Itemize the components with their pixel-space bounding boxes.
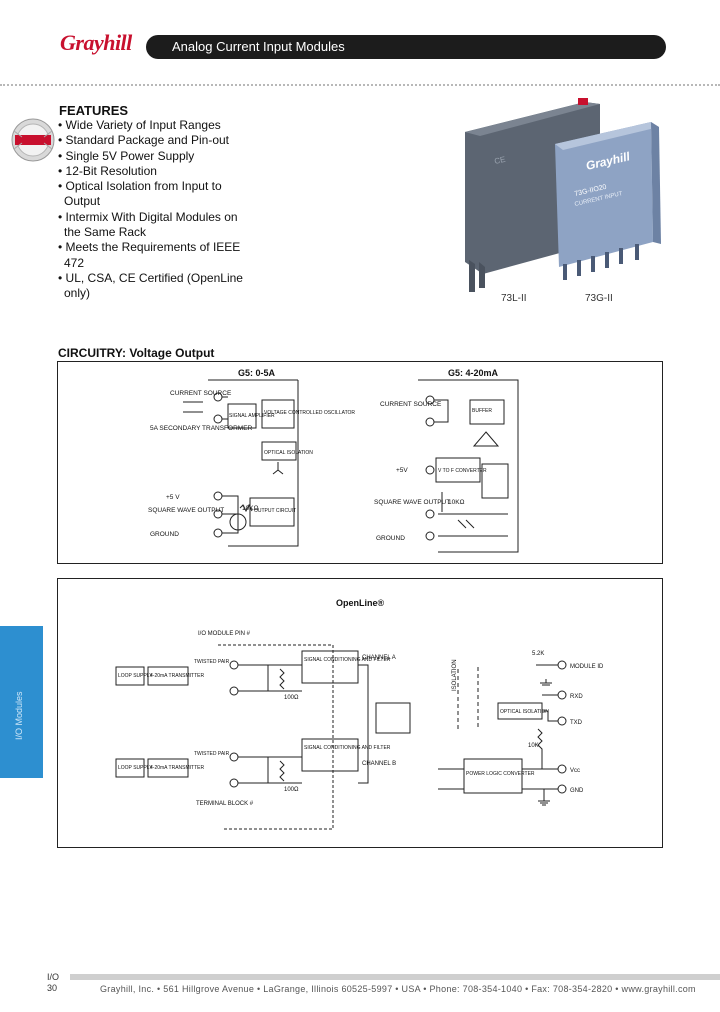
footer-rule xyxy=(70,974,720,980)
circuit-diagram-voltage-output: G5: 0-5A CURRENT SOURCE 5A SECONDARY TRA… xyxy=(57,361,663,564)
page-number: 30 xyxy=(47,983,58,993)
d2-buffer-label: BUFFER xyxy=(472,408,492,414)
circuitry-heading: CIRCUITRY: Voltage Output xyxy=(58,346,215,360)
circuit-diagram-openline: OpenLine® xyxy=(57,578,663,848)
loop-supply-a-label: LOOP SUPPLY xyxy=(118,673,153,679)
transmitter-a-label: 4-20mA TRANSMITTER xyxy=(150,673,204,679)
feature-item: • 12-Bit Resolution xyxy=(58,163,157,178)
d2-square-wave-label: SQUARE WAVE OUTPUT xyxy=(374,499,450,506)
page-title: Analog Current Input Modules xyxy=(172,39,345,54)
feature-item: • Wide Variety of Input Ranges xyxy=(58,118,221,132)
feature-item: • UL, CSA, CE Certified (OpenLine only) xyxy=(58,270,243,301)
res-52k-label: 5.2K xyxy=(532,651,544,657)
res-100-b-label: 100Ω xyxy=(284,787,299,793)
d1-current-source-label: CURRENT SOURCE xyxy=(170,390,232,397)
feature-item: • Intermix With Digital Modules on the S… xyxy=(58,209,238,240)
d1-square-wave-label: SQUARE WAVE OUTPUT xyxy=(148,507,224,514)
header-bar xyxy=(146,35,666,59)
feature-item: • Optical Isolation from Input to Output xyxy=(58,179,222,209)
product-label-73g: 73G-II xyxy=(585,293,613,304)
txd-label: TXD xyxy=(570,720,583,726)
product-label-73l: 73L-II xyxy=(501,293,527,304)
sig-cond-b-label: SIGNAL CONDITIONING AND FILTER xyxy=(304,745,391,751)
module-id-label: MODULE ID xyxy=(570,664,604,670)
product-photo: CE Grayhill 73G-IIO20 CURRENT INPUT xyxy=(465,98,661,292)
d1-vco-label: VOLTAGE CONTROLLED OSCILLATOR xyxy=(264,410,355,416)
isolation-label: ISOLATION xyxy=(452,659,458,691)
res-10k-label: 10K xyxy=(528,743,539,749)
feature-item: • Meets the Requirements of IEEE 472 xyxy=(58,240,241,270)
optical-isolation-label: OPTICAL ISOLATION xyxy=(500,709,549,715)
footer-contact: Grayhill, Inc. • 561 Hillgrove Avenue • … xyxy=(100,984,696,994)
vcc-label: Vcc xyxy=(570,768,580,774)
d2-plus5v-label: +5V xyxy=(396,467,408,474)
feature-item: • Single 5V Power Supply xyxy=(58,148,195,163)
feature-item: • Standard Package and Pin-out xyxy=(58,133,229,148)
loop-supply-b-label: LOOP SUPPLY xyxy=(118,765,153,771)
d2-ground-label: GROUND xyxy=(376,535,405,542)
d2-current-source-label: CURRENT SOURCE xyxy=(380,401,442,408)
sig-cond-a-label: SIGNAL CONDITIONING AND FILTER xyxy=(304,657,391,663)
d1-ground-label: GROUND xyxy=(150,531,179,538)
d1-res-label: 10KΩ xyxy=(242,505,259,512)
gnd-label: GND xyxy=(570,788,584,794)
rxd-label: RXD xyxy=(570,694,583,700)
openline-schematic: OpenLine® xyxy=(115,598,604,830)
twisted-pair-b-label: TWISTED PAIR xyxy=(194,751,230,757)
circuit-schematic: G5: 0-5A CURRENT SOURCE 5A SECONDARY TRA… xyxy=(148,368,519,553)
res-100-a-label: 100Ω xyxy=(284,695,299,701)
d2-res-label: 10KΩ xyxy=(448,499,465,506)
d1-amp-label: SIGNAL AMPLIFIER xyxy=(229,413,275,419)
features-heading: FEATURES xyxy=(59,103,129,118)
d2-vtof-label: V TO F CONVERTER xyxy=(438,468,487,474)
certification-seal-icon xyxy=(11,118,55,162)
footer-section-label: I/O xyxy=(47,972,60,982)
transmitter-b-label: 4-20mA TRANSMITTER xyxy=(150,765,204,771)
twisted-pair-a-label: TWISTED PAIR xyxy=(194,659,230,665)
channel-b-label: CHANNEL B xyxy=(362,761,396,767)
dotted-divider xyxy=(0,84,720,86)
d1-optical-label: OPTICAL ISOLATION xyxy=(264,450,313,456)
side-tab-label: I/O Modules xyxy=(14,691,24,740)
d1-secondary-label: 5A SECONDARY TRANSFORMER xyxy=(150,425,253,432)
d1-plus5v-label: +5 V xyxy=(166,494,180,501)
grayhill-logo: Grayhill xyxy=(60,30,132,55)
channel-a-label: CHANNEL A xyxy=(362,655,396,661)
svg-text:CE: CE xyxy=(494,155,507,166)
diagram1-title: G5: 0-5A xyxy=(238,368,276,378)
terminal-block-label: TERMINAL BLOCK # xyxy=(196,801,254,807)
converter-label: POWER LOGIC CONVERTER xyxy=(466,771,535,777)
diagram2-title: G5: 4-20mA xyxy=(448,368,499,378)
d1-output-circuit-label: OUTPUT CIRCUIT xyxy=(254,508,296,514)
features-list: • Wide Variety of Input Ranges • Standar… xyxy=(56,118,256,302)
io-pin-label: I/O MODULE PIN # xyxy=(198,631,251,637)
openline-title: OpenLine® xyxy=(336,598,385,608)
section-side-tab xyxy=(0,626,43,778)
